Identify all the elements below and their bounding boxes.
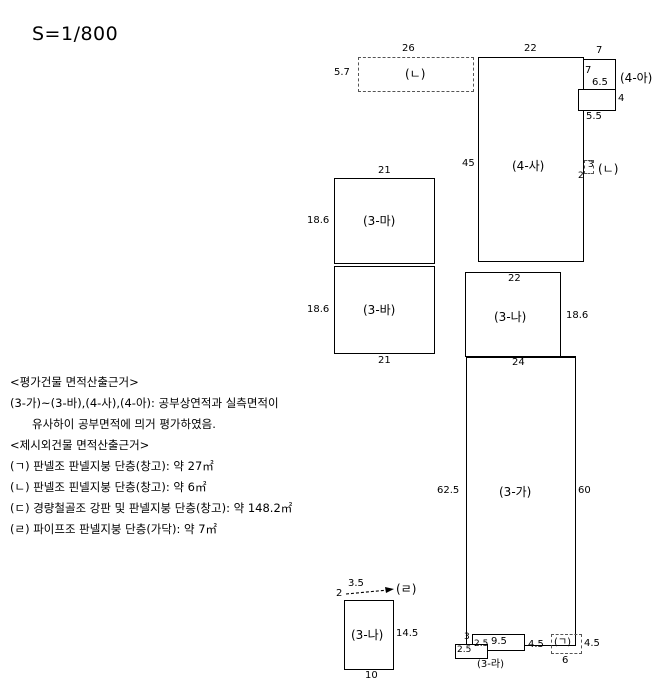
dim-3-ra-a: 3: [464, 632, 470, 642]
shape-n-small: [584, 160, 594, 174]
dim-n-dashed-left: 5.7: [334, 67, 350, 78]
label-3-ma: (3-마): [363, 214, 396, 228]
dim-n-small-left: 2: [578, 171, 584, 181]
label-4-sa: (4-사): [512, 159, 545, 173]
dim-4-a-inner: 6.5: [592, 77, 608, 88]
dim-3-na-right: 18.6: [566, 310, 589, 321]
label-3-ra: (3-라): [477, 659, 504, 670]
dim-3-ma-top: 21: [378, 165, 391, 176]
dim-3-na-lower-left: 2: [336, 588, 343, 599]
label-g-dashed: (ㄱ): [554, 637, 572, 648]
dim-4-a-left: 7: [585, 65, 592, 76]
dim-g-dashed-right: 4.5: [584, 638, 600, 649]
dim-3-ga-top: 24: [512, 357, 525, 368]
notes-heading-1: <평가건물 면적산출근거>: [10, 375, 139, 389]
dim-n-dashed-top: 26: [402, 43, 415, 54]
notes-item-2: (ㄴ) 판넬조 핀넬지붕 단층(창고): 약 6㎡: [10, 480, 207, 494]
shape-g-dashed: [551, 634, 582, 654]
dim-4-a-right: 4: [618, 93, 625, 104]
shape-3-ma: [334, 178, 435, 264]
leader-arrow-ra: [345, 587, 394, 595]
notes-item-3: (ㄷ) 경량철골조 강판 및 판넬지붕 단층(창고): 약 148.2㎡: [10, 501, 293, 515]
dim-4-sa-left: 45: [462, 158, 475, 169]
notes-item-1: (ㄱ) 판넬조 판넬지붕 단층(창고): 약 27㎡: [10, 459, 214, 473]
dim-n-small-top: 3: [588, 160, 594, 170]
label-n-small: (ㄴ): [598, 162, 619, 176]
dim-3-ra-b: 2.5: [474, 639, 489, 649]
dim-g-dashed-bottom: 6: [562, 655, 569, 666]
scale-label: S=1/800: [32, 23, 119, 45]
notes-line-2: 유사하이 공부면적에 믜거 평가하였음.: [32, 417, 216, 431]
label-3-ba: (3-바): [363, 303, 396, 317]
notes-heading-2: <제시외건물 면적산출근거>: [10, 438, 150, 452]
shape-3-ba: [334, 266, 435, 354]
dim-3-na-lower-top: 3.5: [348, 578, 364, 589]
label-3-na: (3-나): [494, 310, 527, 324]
shape-3-na-lower: [344, 600, 394, 670]
label-3-na-lower: (3-나): [351, 628, 384, 642]
dim-3-na-lower-bottom: 10: [365, 670, 378, 681]
shape-4-sa: [478, 57, 584, 262]
label-ra-callout: (ㄹ): [396, 582, 417, 596]
shape-4-a-lower: [578, 89, 616, 111]
notes-line-1: (3-가)~(3-바),(4-사),(4-아): 공부상연적과 실측면적이: [10, 396, 279, 410]
shape-3-ra-notch: [455, 644, 488, 659]
label-4-a: (4-아): [620, 71, 653, 85]
dim-3-na-top: 22: [508, 273, 521, 284]
dim-4-a-top: 7: [596, 45, 603, 56]
notes-item-4: (ㄹ) 파이프조 판넬지붕 단층(가닥): 약 7㎡: [10, 522, 218, 536]
label-3-ga: (3-가): [499, 485, 532, 499]
dim-3-na-lower-right: 14.5: [396, 628, 419, 639]
shape-3-na: [465, 272, 561, 357]
dim-3-ba-left: 18.6: [307, 304, 330, 315]
shape-n-dashed-top: [358, 57, 474, 92]
shape-3-ga: [466, 356, 576, 646]
notes-block: <평가건물 면적산출근거> (3-가)~(3-바),(4-사),(4-아): 공…: [10, 372, 350, 540]
dim-3-ra-c: 2.5: [457, 645, 472, 655]
dim-4-sa-top: 22: [524, 43, 537, 54]
dim-3-ga-left: 62.5: [437, 485, 460, 496]
dim-3-ra-e: 4.5: [528, 639, 544, 650]
dim-3-ra-d: 9.5: [491, 636, 507, 647]
dim-3-ba-bottom: 21: [378, 355, 391, 366]
dim-4-a-bottom: 5.5: [586, 111, 602, 122]
label-n-dashed-top: (ㄴ): [405, 67, 426, 81]
dim-3-ma-left: 18.6: [307, 215, 330, 226]
shape-4-a-upper: [583, 59, 616, 91]
dim-3-ga-right: 60: [578, 485, 591, 496]
